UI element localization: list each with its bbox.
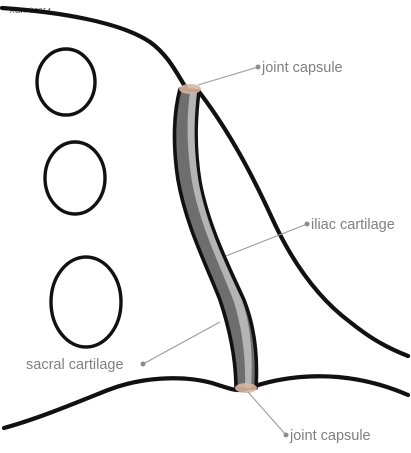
label-iliac-cartilage: iliac cartilage	[311, 217, 395, 233]
sacral-foramen-upper	[37, 49, 95, 115]
sacral-foramen-lower	[51, 257, 121, 347]
leader-joint-capsule-bottom	[248, 392, 286, 435]
leader-joint-capsule-top	[198, 67, 258, 85]
label-joint-capsule-top: joint capsule	[261, 60, 343, 76]
joint-capsule-bottom-region	[235, 383, 257, 393]
leader-sacral-cartilage	[143, 322, 220, 364]
leader-dot-joint-capsule-bottom	[284, 433, 289, 438]
sacral-foramen-middle	[45, 142, 105, 214]
joint-capsule-top-region	[179, 84, 201, 94]
leader-iliac-cartilage	[226, 224, 307, 256]
lower-bone-outline	[4, 376, 408, 428]
leader-dot-joint-capsule-top	[256, 65, 261, 70]
leader-dot-sacral-cartilage	[141, 362, 146, 367]
label-sacral-cartilage: sacral cartilage	[26, 357, 124, 373]
label-joint-capsule-bottom: joint capsule	[289, 428, 371, 444]
leader-dot-iliac-cartilage	[305, 222, 310, 227]
